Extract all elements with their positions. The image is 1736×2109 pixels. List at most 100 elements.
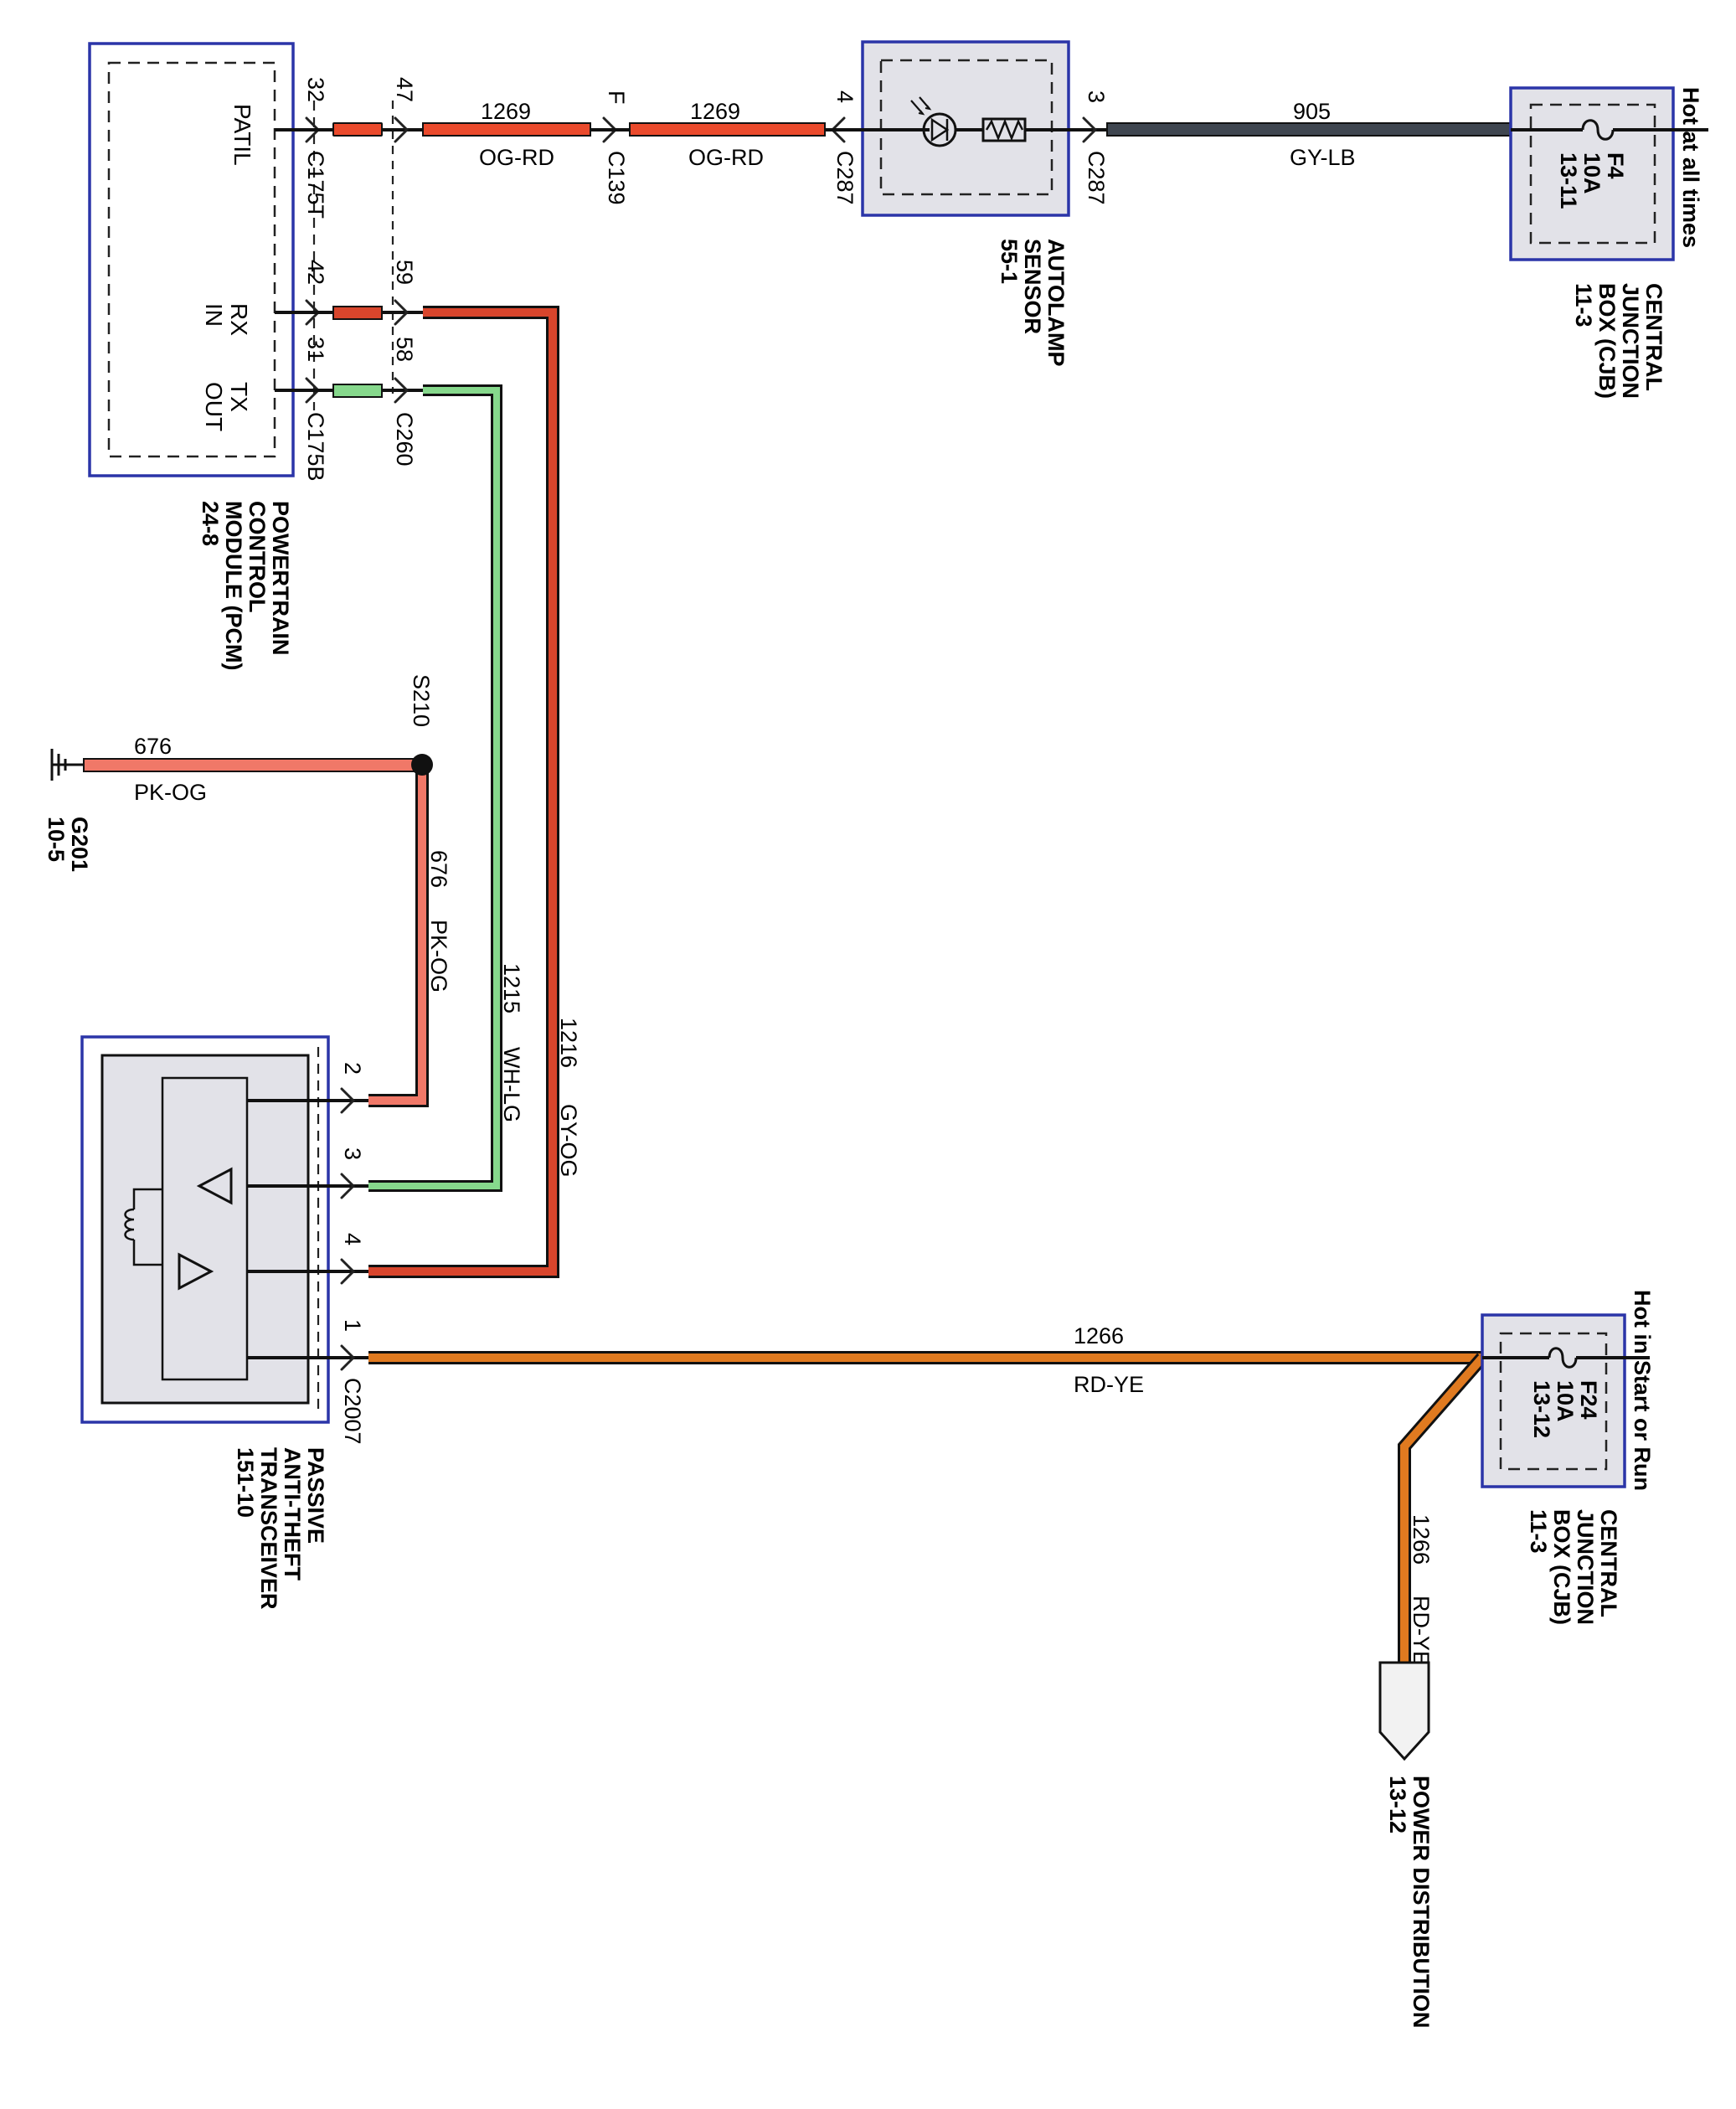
pcm-title-line1: POWERTRAIN <box>268 501 293 656</box>
wire-1269-a-color: OG-RD <box>479 145 554 170</box>
wire-rx-stub[interactable] <box>332 306 383 320</box>
wire-1266-main-circuit: 1266 <box>1074 1323 1124 1348</box>
wire-676-pats[interactable] <box>368 765 429 1107</box>
cjb-top-title-line2: JUNCTION <box>1618 283 1643 399</box>
antenna-coil-icon <box>124 1188 162 1266</box>
pats-title-line3: TRANSCEIVER <box>256 1447 281 1610</box>
autolamp-title-line1: AUTOLAMP <box>1043 239 1069 367</box>
pcm-label-tx-out: OUT <box>201 382 227 431</box>
pcm-title-line4: 24-8 <box>198 501 223 546</box>
cjb-bottom-feed: Hot in Start or Run <box>1630 1290 1655 1491</box>
connector-c139[interactable]: F C139 <box>590 90 630 205</box>
wire-1266-main-color: RD-YE <box>1074 1372 1144 1397</box>
fuse-f4-icon[interactable] <box>1581 119 1615 141</box>
fuse-f24-name: F24 <box>1576 1380 1601 1420</box>
wire-tx-stub[interactable] <box>332 384 383 398</box>
pcm-label-rx-in: IN <box>201 303 227 327</box>
cjb-bottom-title-line3: BOX (CJB) <box>1549 1509 1574 1625</box>
wire-676-pats-color: PK-OG <box>426 920 451 993</box>
wire-1269-b[interactable] <box>629 122 826 137</box>
connector-c139-label: C139 <box>604 151 629 205</box>
connector-c175[interactable]: 32 42 31 C175T C175B <box>303 77 333 482</box>
wire-1269-b-circuit: 1269 <box>690 99 740 124</box>
wire-905[interactable] <box>1106 122 1512 137</box>
ground-title-line2: 10-5 <box>44 817 69 862</box>
cjb-bottom-title-line1: CENTRAL <box>1596 1509 1621 1617</box>
cjb-bottom-title-line2: JUNCTION <box>1573 1509 1598 1625</box>
autolamp-sensor[interactable]: 4 C287 3 C287 <box>825 40 1109 217</box>
fuse-f24-icon[interactable] <box>1548 1347 1578 1369</box>
wire-1269-a[interactable] <box>422 122 591 137</box>
fuse-f24-ref: 13-12 <box>1529 1380 1554 1438</box>
pats-transceiver[interactable]: 2 3 4 1 C2007 <box>80 1035 368 1445</box>
cjb-top-feed: Hot at all times <box>1678 87 1703 248</box>
autolamp-title-line2: SENSOR <box>1020 239 1045 334</box>
connector-c2007-label: C2007 <box>340 1378 365 1445</box>
wire-676-pats-circuit: 676 <box>426 850 451 888</box>
pats-title-line4: 151-10 <box>233 1447 258 1518</box>
pin-pats-1: 1 <box>340 1319 365 1332</box>
power-distribution-title-line1: POWER DISTRIBUTION <box>1409 1776 1434 2029</box>
pats-title-line1: PASSIVE <box>303 1447 328 1544</box>
wire-1215[interactable] <box>368 384 502 1192</box>
wire-1215-circuit: 1215 <box>499 963 524 1013</box>
cjb-top-title: CENTRAL JUNCTION BOX (CJB) 11-3 <box>1571 283 1666 399</box>
power-distribution-terminal[interactable] <box>1378 1661 1430 1761</box>
fuse-f4-name: F4 <box>1603 152 1628 179</box>
amplifier-in-icon <box>178 1252 214 1291</box>
pcm-title-line3: MODULE (PCM) <box>221 501 246 670</box>
pin-c139-f: F <box>604 90 629 105</box>
autolamp-title: AUTOLAMP SENSOR 55-1 <box>997 239 1069 367</box>
wire-676-ground-circuit: 676 <box>134 734 172 759</box>
pats-title-line2: ANTI-THEFT <box>280 1447 305 1580</box>
cjb-top-title-line3: BOX (CJB) <box>1594 283 1620 399</box>
pin-pats-3: 3 <box>340 1147 365 1160</box>
connector-c175b-label: C175B <box>303 412 328 482</box>
wire-patil-stub[interactable] <box>332 122 383 137</box>
pin-c287-4: 4 <box>832 90 858 103</box>
fuse-f4-ref: 13-11 <box>1556 152 1581 209</box>
wire-1216-color: GY-OG <box>556 1104 581 1178</box>
ground-g201[interactable] <box>50 749 84 781</box>
wire-1266-branch-circuit: 1266 <box>1409 1514 1434 1565</box>
cjb-bottom[interactable]: F24 10A 13-12 <box>1481 1313 1650 1488</box>
pin-pats-4: 4 <box>340 1233 365 1245</box>
connector-c175t-label: C175T <box>303 151 328 219</box>
pin-pats-2: 2 <box>340 1062 365 1075</box>
wire-676-ground-color: PK-OG <box>134 780 207 805</box>
pats-title: PASSIVE ANTI-THEFT TRANSCEIVER 151-10 <box>233 1447 328 1610</box>
fuse-f24-rating: 10A <box>1553 1380 1578 1422</box>
wire-1216-circuit: 1216 <box>556 1018 581 1068</box>
power-distribution-title-line2: 13-12 <box>1385 1776 1410 1833</box>
autolamp-title-line3: 55-1 <box>997 239 1022 284</box>
connector-c260[interactable]: 47 59 58 C260 <box>382 77 423 467</box>
wire-676-ground[interactable] <box>83 758 423 772</box>
cjb-bottom-title-line4: 11-3 <box>1526 1509 1551 1554</box>
wire-1266-branch-color: RD-YE <box>1409 1596 1434 1666</box>
fuse-f4-rating: 10A <box>1579 152 1605 194</box>
cjb-top[interactable]: F4 10A 13-11 <box>1509 86 1708 261</box>
pin-c260-58: 58 <box>392 337 417 362</box>
connector-c287-left-label: C287 <box>832 151 858 205</box>
pin-pcm-31: 31 <box>303 337 328 362</box>
amplifier-out-icon <box>196 1167 233 1205</box>
wire-1269-a-circuit: 1269 <box>481 99 531 124</box>
pcm-title-line2: CONTROL <box>245 501 270 612</box>
pcm-module[interactable]: PATIL RX IN TX OUT <box>88 42 306 477</box>
pin-pcm-32: 32 <box>303 77 328 102</box>
wire-905-color: GY-LB <box>1290 145 1356 170</box>
cjb-top-title-line1: CENTRAL <box>1641 283 1666 391</box>
cjb-top-title-line4: 11-3 <box>1571 283 1596 327</box>
connector-c260-label: C260 <box>392 412 417 467</box>
pcm-label-rx: RX <box>226 303 252 336</box>
wire-905-circuit: 905 <box>1293 99 1331 124</box>
splice-s210[interactable] <box>411 754 433 776</box>
pin-c260-59: 59 <box>392 260 417 285</box>
wires <box>83 122 1512 1663</box>
pcm-label-tx: TX <box>226 382 252 412</box>
pcm-label-patil: PATIL <box>229 104 255 166</box>
wire-1269-b-color: OG-RD <box>688 145 764 170</box>
splice-s210-label: S210 <box>409 674 434 727</box>
pcm-title: POWERTRAIN CONTROL MODULE (PCM) 24-8 <box>198 501 293 670</box>
wire-1215-color: WH-LG <box>499 1047 524 1122</box>
